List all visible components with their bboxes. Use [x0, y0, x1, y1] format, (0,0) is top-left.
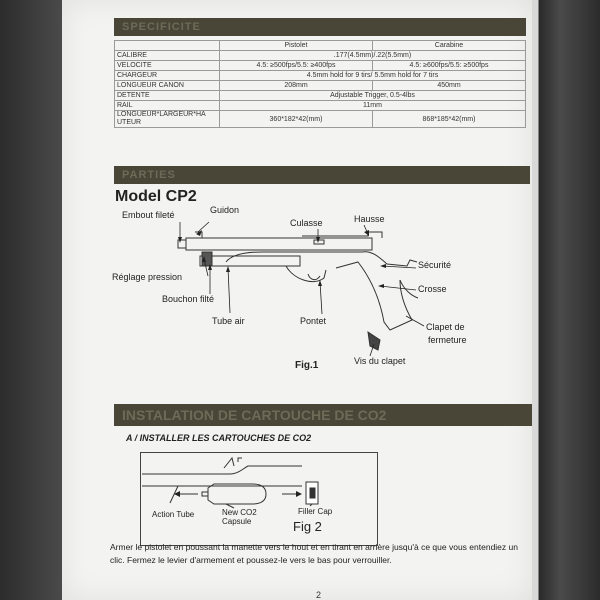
label-pontet: Pontet [300, 316, 327, 326]
table-row: LONGUEUR*LARGEUR*HA UTEUR 360*182*42(mm)… [114, 110, 526, 128]
label-tube-air: Tube air [212, 316, 245, 326]
label-securite: Sécurité [418, 260, 452, 270]
label-bouchon-filte: Bouchon filté [162, 294, 215, 304]
label-new-co2-line1: New CO2 [222, 508, 257, 517]
label-crosse: Crosse [418, 284, 447, 294]
pistol-diagram [142, 221, 425, 509]
figure-1-caption: Fig.1 [295, 360, 319, 371]
label-culasse: Culasse [290, 218, 323, 228]
co2-section-header: INSTALATION DE CARTOUCHE DE CO2 [114, 404, 532, 426]
model-title: Model CP2 [115, 188, 197, 205]
co2-subheading: A / INSTALLER LES CARTOUCHES DE CO2 [126, 433, 312, 443]
page-number: 2 [316, 590, 322, 600]
table-row: LONGUEUR CANON 208mm 450mm [114, 80, 526, 91]
figure-2-caption: Fig 2 [293, 519, 322, 534]
manual-page: SPECIFICITE Pistolet Carabine CALIBRE .1… [62, 0, 532, 600]
label-clapet-line1: Clapet de [426, 322, 465, 332]
label-embout-filete: Embout fileté [122, 210, 175, 220]
parts-section-header: PARTIES [114, 166, 530, 184]
row-label: LONGUEUR*LARGEUR*HA UTEUR [114, 110, 220, 128]
label-hausse: Hausse [354, 214, 385, 224]
label-vis-du-clapet: Vis du clapet [354, 356, 406, 366]
background-right [530, 0, 600, 600]
label-reglage-pression: Réglage pression [112, 272, 183, 282]
label-new-co2-line2: Capsule [222, 517, 252, 526]
spec-table: Pistolet Carabine CALIBRE .177(4.5mm)/.2… [114, 40, 526, 128]
figure-2-box [140, 452, 378, 546]
spec-section-header: SPECIFICITE [114, 18, 526, 36]
label-clapet-line2: fermeture [428, 335, 467, 345]
background-left [0, 0, 62, 600]
label-guidon: Guidon [210, 205, 240, 215]
label-action-tube: Action Tube [152, 510, 195, 519]
row-value-carabine: 868*185*42(mm) [372, 110, 526, 128]
instruction-paragraph: Armer le pistolet en poussant la manette… [110, 542, 518, 565]
label-filler-cap: Filler Cap [298, 507, 333, 516]
